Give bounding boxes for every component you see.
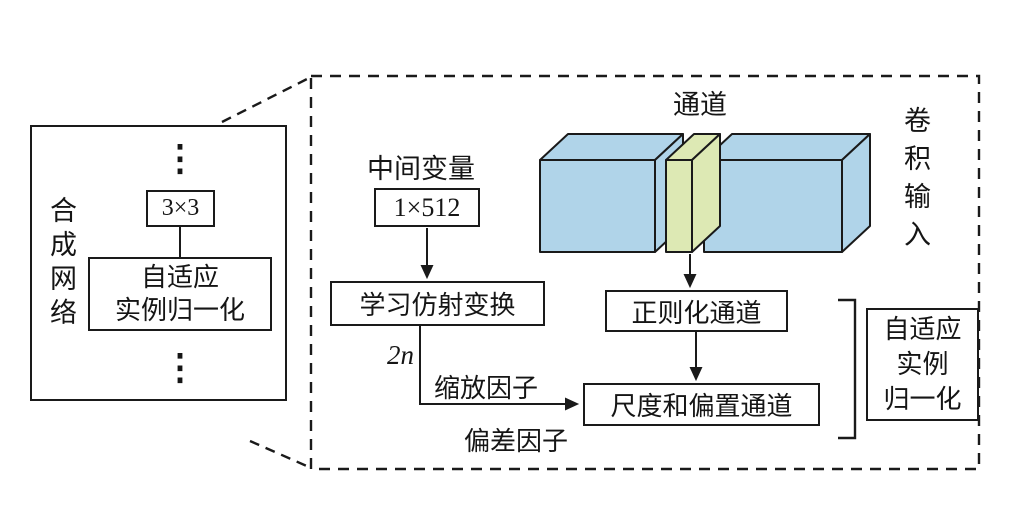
scale-bias-channel-label: 尺度和偏置通道 bbox=[610, 392, 793, 421]
feature-cuboid-center bbox=[665, 133, 721, 253]
conv-input-label: 卷积输入 bbox=[900, 106, 930, 258]
synthesis-network-box bbox=[30, 125, 287, 401]
adain-left-box: 自适应 实例归一化 bbox=[88, 257, 272, 331]
callout-line-top bbox=[221, 76, 310, 124]
normalize-channel-box: 正则化通道 bbox=[605, 290, 788, 332]
synthesis-network-label: 合成网络 bbox=[46, 196, 76, 332]
affine-transform-label: 学习仿射变换 bbox=[359, 291, 516, 320]
adain-output-box: 自适应 实例 归一化 bbox=[866, 308, 979, 421]
adain-output-line1: 自适应 bbox=[883, 315, 962, 344]
arrow-affine-to-scalebias bbox=[419, 326, 580, 411]
scale-bias-channel-box: 尺度和偏置通道 bbox=[583, 383, 820, 426]
adain-left-line1: 自适应 bbox=[140, 263, 219, 292]
latent-size-box: 1×512 bbox=[374, 188, 480, 227]
callout-line-bottom bbox=[249, 439, 310, 469]
adain-left-line2: 实例归一化 bbox=[114, 296, 245, 325]
ellipsis-top-icon: ⋮ bbox=[162, 138, 198, 178]
kernel-3x3-label: 3×3 bbox=[161, 195, 200, 221]
affine-transform-box: 学习仿射变换 bbox=[330, 281, 545, 326]
feature-cuboid-left bbox=[539, 133, 684, 253]
kernel-3x3-box: 3×3 bbox=[146, 190, 215, 227]
two-n-label: 2n bbox=[387, 340, 414, 370]
normalize-channel-label: 正则化通道 bbox=[631, 298, 762, 328]
ellipsis-bottom-icon: ⋮ bbox=[162, 347, 198, 387]
latent-size-label: 1×512 bbox=[393, 192, 461, 222]
feature-cuboid-right bbox=[703, 133, 871, 253]
scale-factor-label: 缩放因子 bbox=[433, 374, 538, 403]
grouping-bracket bbox=[838, 298, 857, 440]
bias-factor-label: 偏差因子 bbox=[463, 427, 568, 456]
adain-output-line2: 实例 bbox=[896, 350, 949, 379]
channel-label: 通道 bbox=[673, 90, 727, 120]
adain-output-line3: 归一化 bbox=[883, 385, 962, 414]
detail-dashed-box bbox=[309, 74, 981, 471]
intermediate-variable-label: 中间变量 bbox=[367, 154, 475, 184]
